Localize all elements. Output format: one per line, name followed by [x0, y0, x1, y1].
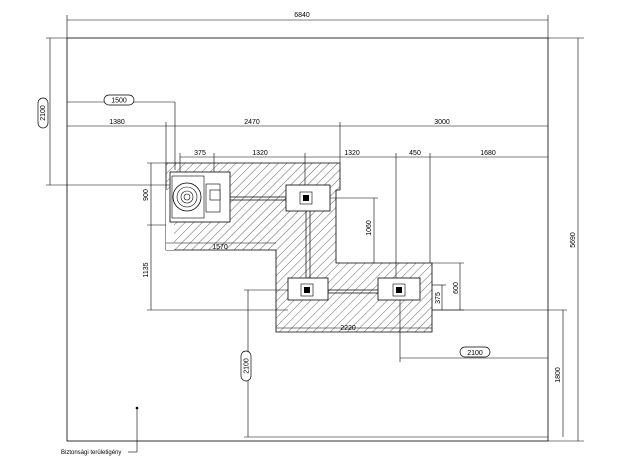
dim-2100-right: 2100 [467, 350, 483, 357]
bubble-2100-left [37, 97, 49, 129]
station-upper [285, 184, 331, 212]
dim-1060: 1060 [366, 220, 373, 236]
station-lower-left [287, 277, 329, 301]
dim-1380: 1380 [109, 119, 125, 126]
safety-zone-marker [135, 406, 139, 410]
dim-600: 600 [453, 282, 460, 294]
dim-1680: 1680 [480, 150, 496, 157]
safety-zone-outline [66, 37, 549, 442]
dim-1570: 1570 [212, 244, 228, 251]
dim-2470: 2470 [244, 119, 260, 126]
dim-1800: 1800 [555, 367, 562, 383]
conveyor-lines [230, 196, 378, 294]
dim-1135: 1135 [143, 262, 150, 277]
dim-1320-b: 1320 [344, 150, 360, 157]
dim-6840: 6840 [294, 12, 310, 19]
dim-450: 450 [409, 150, 421, 157]
dim-5690: 5690 [570, 232, 577, 248]
dim-1320-a: 1320 [252, 150, 268, 157]
dim-3000: 3000 [434, 119, 450, 126]
dim-375-small: 375 [435, 292, 442, 304]
bubble-2100-bottom [240, 350, 252, 382]
bubble-1500 [103, 94, 135, 106]
dim-375-top: 375 [194, 150, 206, 157]
dim-2100-left: 2100 [40, 105, 47, 121]
bubble-2100-right [459, 346, 491, 358]
dim-1500: 1500 [111, 98, 127, 105]
station-lower-right [377, 277, 421, 301]
safety-zone-label: Biztonsági területigény [61, 450, 121, 456]
dim-2220: 2220 [340, 325, 356, 332]
dim-900: 900 [143, 189, 150, 201]
machine-left [169, 171, 231, 223]
dim-2100-bottom: 2100 [244, 358, 251, 374]
